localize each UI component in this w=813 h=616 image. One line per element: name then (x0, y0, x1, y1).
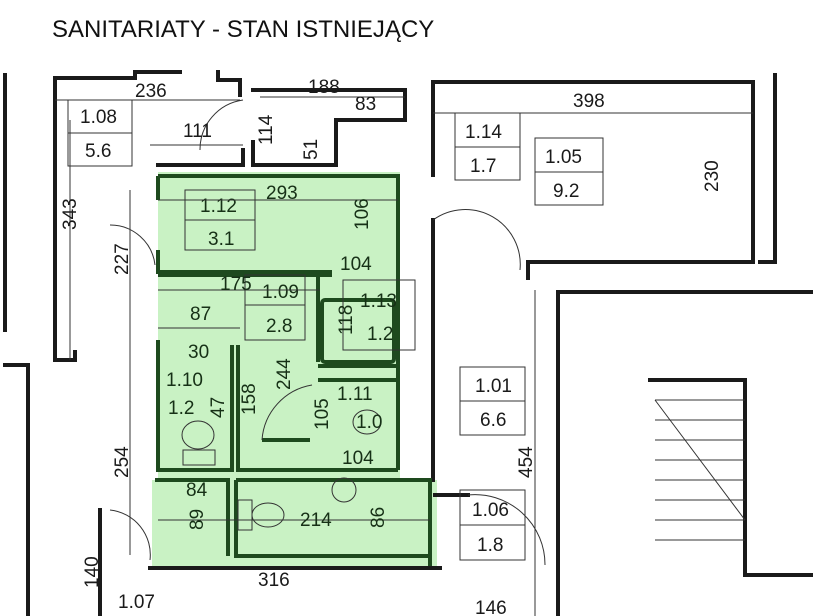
dimension: 111 (183, 121, 212, 142)
toilet-icon (181, 420, 215, 450)
dimension: 114 (256, 114, 277, 145)
room-area: 5.6 (85, 141, 111, 162)
toilet-icon (352, 409, 382, 435)
dimension: 84 (186, 480, 208, 501)
fixtures (109, 99, 746, 566)
door-swing (467, 494, 546, 566)
room-area: 1.2 (367, 324, 393, 345)
door-swing (109, 224, 156, 266)
room-area: 2.8 (266, 316, 292, 337)
dimension: 140 (82, 556, 103, 588)
drawing-title: SANITARIATY - STAN ISTNIEJĄCY (52, 16, 435, 43)
stairs (654, 399, 746, 541)
room-number: 1.07 (118, 592, 155, 613)
room-number: 1.11 (337, 384, 373, 405)
sink-icon (331, 477, 357, 503)
room-number: 1.14 (465, 122, 502, 143)
dimension: 106 (352, 198, 373, 230)
dimension: 188 (308, 77, 340, 98)
room-number: 1.12 (200, 196, 237, 217)
room-number: 1.01 (475, 376, 512, 397)
dimension-labels: 236 188 83 111 114 51 398 230 343 293 10… (60, 77, 723, 616)
dimension: 47 (208, 397, 229, 418)
dimension: 51 (301, 139, 322, 160)
room-number: 1.10 (166, 370, 203, 391)
dimension: 104 (340, 254, 372, 275)
room-number: 1.09 (262, 282, 299, 303)
room-area: 3.1 (208, 229, 234, 250)
dimension: 104 (342, 448, 374, 469)
dimension: 89 (187, 509, 208, 530)
dimension: 146 (475, 598, 507, 616)
dimension: 343 (60, 198, 81, 230)
dimension: 86 (368, 507, 389, 528)
dimension: 227 (112, 243, 133, 275)
room-number: 1.05 (545, 147, 582, 168)
dimension: 230 (702, 160, 723, 192)
dimension: 316 (258, 570, 290, 591)
sanitary-walls (155, 174, 432, 566)
dimension: 254 (112, 446, 133, 478)
dimension: 105 (312, 398, 333, 430)
room-label-boxes (67, 99, 604, 561)
door-swing (432, 209, 521, 271)
room-area: 1.8 (477, 535, 503, 556)
room-number: 1.13 (360, 291, 397, 312)
room-number: 1.08 (80, 107, 117, 128)
dimension: 30 (188, 342, 209, 363)
room-area: 6.6 (480, 410, 506, 431)
room-area: 9.2 (553, 181, 579, 202)
dimension: 83 (355, 94, 376, 115)
dimension-lines (55, 96, 753, 616)
room-area: 1.2 (168, 398, 194, 419)
dimension: 87 (190, 304, 211, 325)
room-area: 1.7 (470, 156, 496, 177)
toilet-tank-icon (237, 499, 253, 531)
dimension: 244 (274, 358, 295, 390)
room-area: 1.0 (356, 412, 382, 433)
door-swing (109, 509, 151, 561)
toilet-tank-icon (182, 449, 216, 466)
door-swing (261, 384, 313, 441)
dimension: 175 (220, 274, 252, 295)
dimension: 236 (135, 81, 167, 102)
room-number: 1.06 (472, 500, 509, 521)
room-labels: 1.08 5.6 1.14 1.7 1.05 9.2 1.12 3.1 1.09… (80, 107, 582, 613)
dimension: 293 (266, 183, 298, 204)
dimension: 118 (336, 305, 357, 335)
walls (3, 70, 813, 616)
door-swing (199, 99, 244, 151)
dimension: 158 (239, 383, 260, 415)
dimension: 398 (573, 91, 605, 112)
dimension: 214 (300, 510, 332, 531)
dimension: 454 (516, 446, 537, 478)
